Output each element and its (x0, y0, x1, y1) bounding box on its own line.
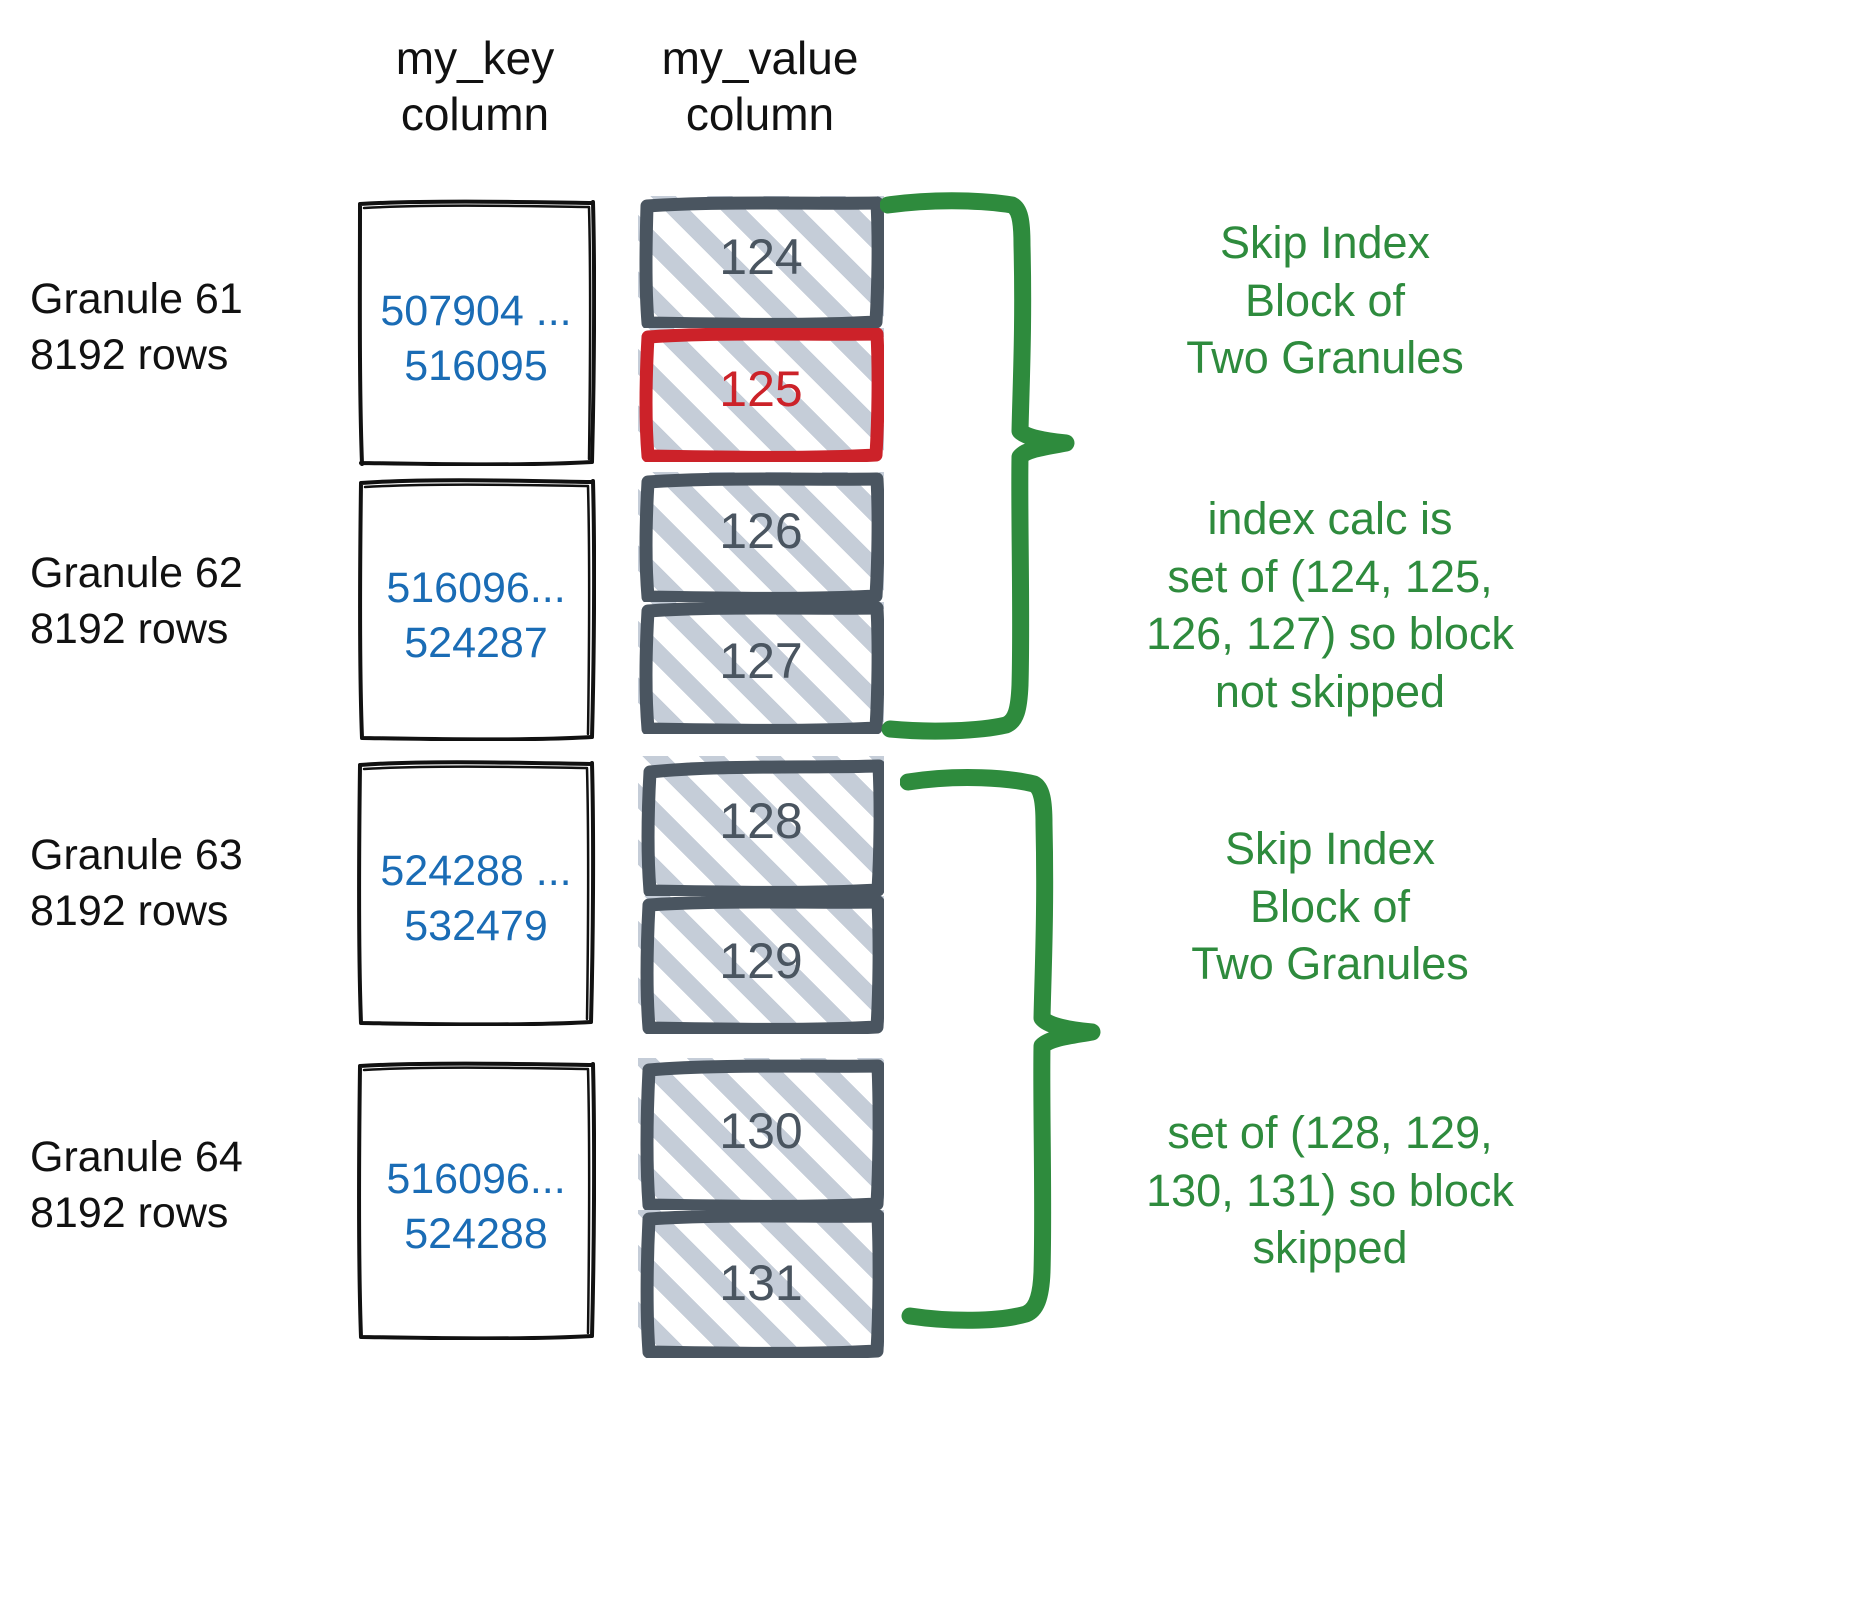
value-cell-frame-icon (639, 196, 884, 328)
annotation-index-calc-not-skipped: index calc is set of (124, 125, 126, 127… (1146, 493, 1514, 717)
granule-label-64: Granule 64 8192 rows (30, 1133, 243, 1237)
value-cell-frame-icon (641, 759, 884, 896)
value-number: 124 (719, 229, 803, 285)
value-number: 126 (719, 503, 803, 559)
my-key-column-header: my_key column (395, 32, 555, 141)
sketch-rectangle-icon (357, 760, 596, 1026)
value-cell-125: 125 (638, 328, 884, 462)
my-value-column-header: my_value column (661, 32, 859, 141)
sketch-rectangle-icon (357, 1061, 596, 1340)
value-cell-frame-icon (640, 1059, 884, 1210)
value-cell-frame-icon (639, 602, 884, 734)
hatch-fill (638, 1058, 884, 1210)
hatch-fill (638, 328, 884, 462)
skip-index-bracket-bottom (900, 769, 1101, 1329)
value-cell-127: 127 (638, 602, 884, 734)
value-number: 131 (719, 1255, 803, 1311)
annotation-set-skipped: set of (128, 129, 130, 131) so block ski… (1146, 1107, 1514, 1274)
sketch-rectangle-icon (358, 478, 596, 741)
hatch-fill (638, 1210, 884, 1358)
value-number: 129 (719, 933, 803, 989)
value-cell-frame-icon (640, 896, 884, 1034)
hatch-fill (638, 896, 884, 1034)
annotation-skip-index-block-top: Skip Index Block of Two Granules (1186, 217, 1464, 384)
key-range-granule-64: 516096... 524288 (386, 1155, 566, 1258)
value-cell-124: 124 (638, 196, 884, 328)
annotation-skip-index-block-bottom: Skip Index Block of Two Granules (1191, 823, 1469, 990)
value-cell-frame-highlight-icon (639, 328, 884, 462)
value-cell-128: 128 (638, 756, 884, 896)
value-cell-130: 130 (638, 1058, 884, 1210)
granule-label-61: Granule 61 8192 rows (30, 275, 243, 379)
key-range-granule-62: 516096... 524287 (386, 564, 566, 667)
value-number: 130 (719, 1103, 803, 1159)
key-box-granule-62: 516096... 524287 (356, 475, 596, 741)
key-box-granule-64: 516096... 524288 (356, 1060, 596, 1340)
sketch-rectangle-icon (357, 199, 596, 466)
skip-index-bracket-top (880, 192, 1075, 740)
key-box-granule-63: 524288 ... 532479 (356, 758, 596, 1026)
value-cell-frame-icon (640, 1210, 884, 1358)
key-box-granule-61: 507904 ... 516095 (356, 198, 596, 466)
value-number: 128 (719, 793, 803, 849)
granule-label-62: Granule 62 8192 rows (30, 549, 243, 653)
key-range-granule-63: 524288 ... 532479 (380, 847, 572, 950)
hatch-fill (638, 196, 884, 328)
granule-label-63: Granule 63 8192 rows (30, 831, 243, 935)
key-range-granule-61: 507904 ... 516095 (380, 287, 572, 390)
value-cell-131: 131 (638, 1210, 884, 1358)
value-cell-129: 129 (638, 896, 884, 1034)
value-cell-126: 126 (638, 472, 884, 602)
value-number: 127 (719, 633, 803, 689)
value-cell-frame-icon (639, 472, 884, 602)
hatch-fill (638, 602, 884, 734)
value-number-match: 125 (719, 361, 803, 417)
hatch-fill (638, 756, 884, 896)
hatch-fill (638, 472, 884, 602)
